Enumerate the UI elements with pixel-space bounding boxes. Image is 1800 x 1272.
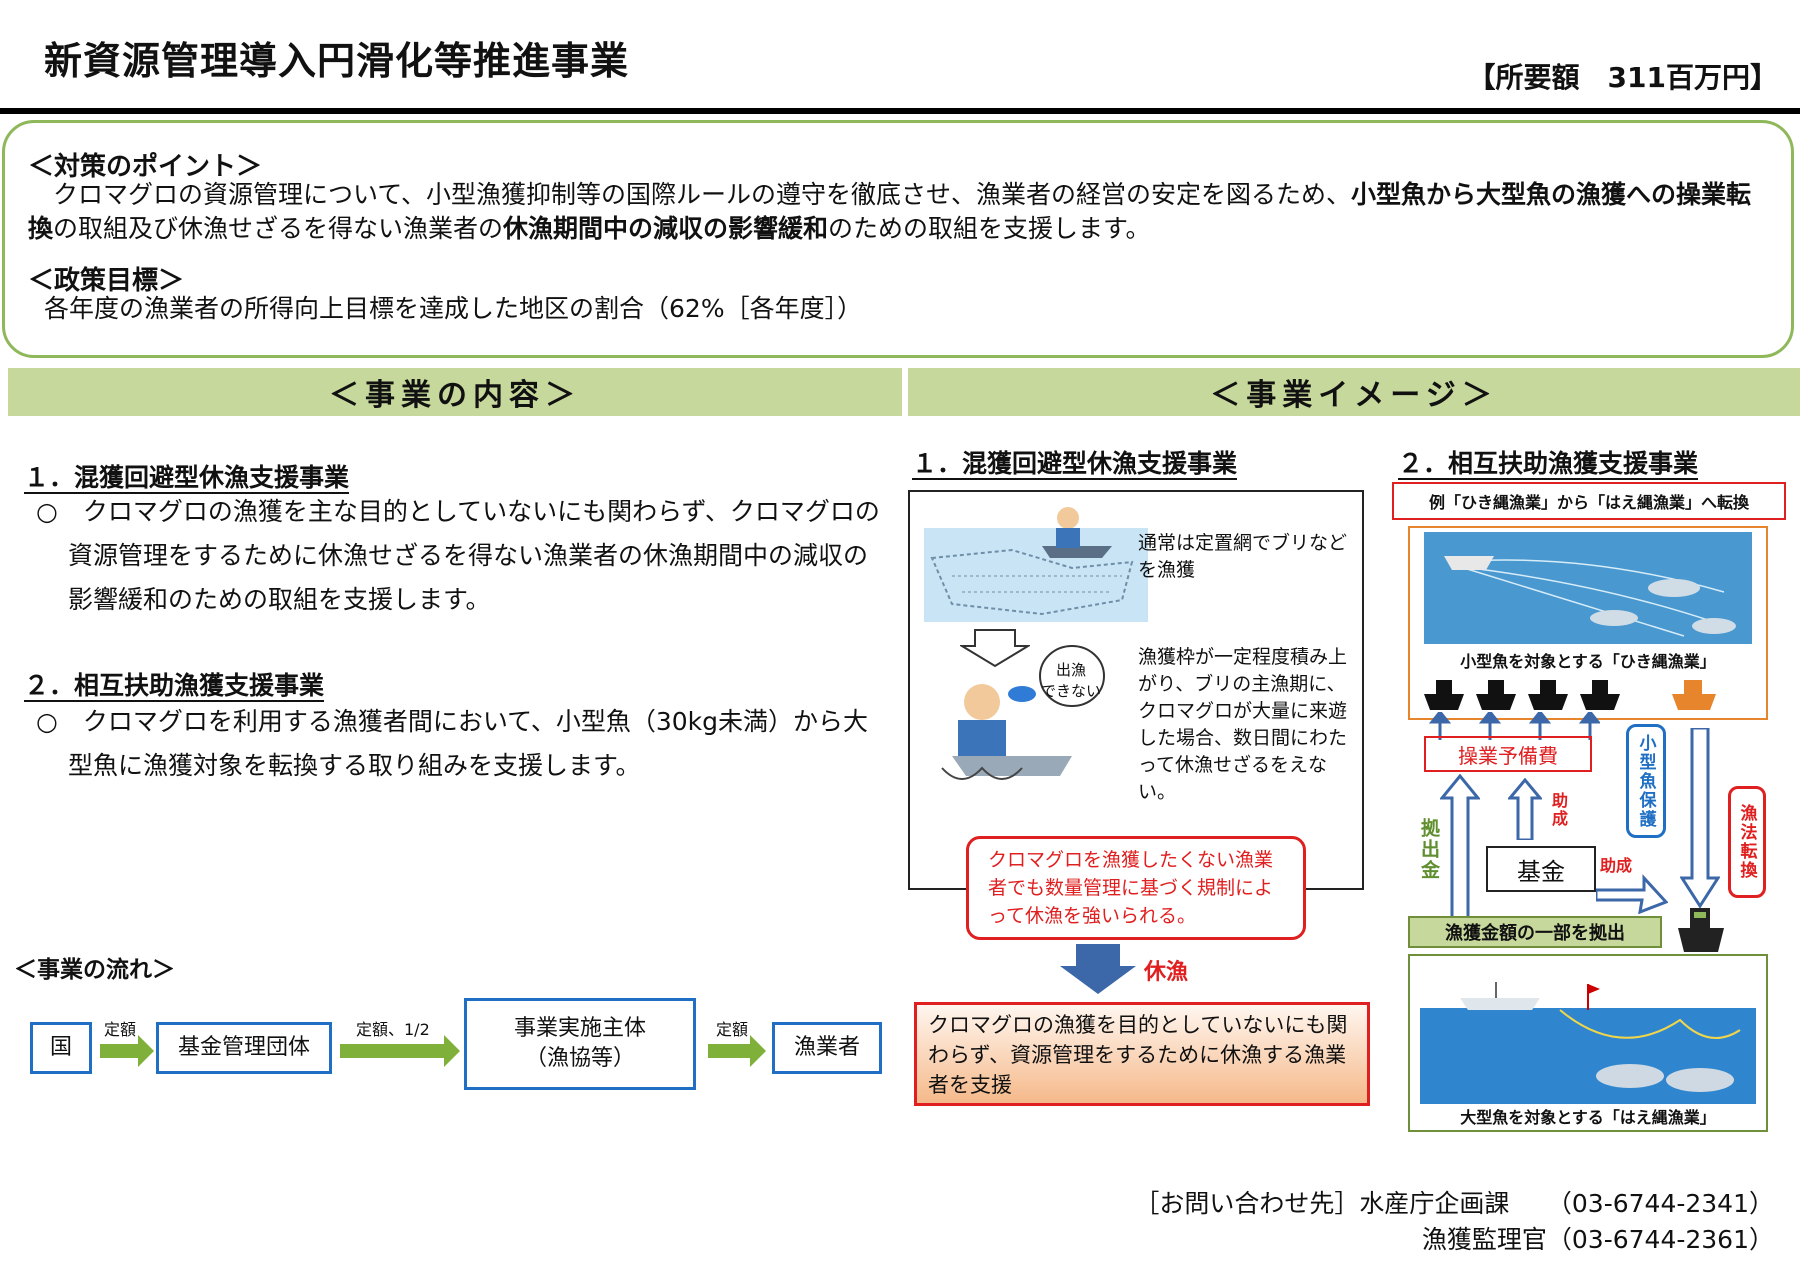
bubble-text: 出漁 できない: [1040, 661, 1101, 700]
points-text-e: のための取組を支援します。: [828, 214, 1151, 243]
large-fish-panel: [1408, 954, 1768, 1132]
page-title: 新資源管理導入円滑化等推進事業: [44, 39, 630, 83]
idle-fisher-illustration: [941, 684, 1072, 780]
small-fish-protection-box: 小型魚保護: [1626, 724, 1666, 838]
small-fish-caption: 小型魚を対象とする「ひき縄漁業」: [1460, 652, 1716, 671]
content-section-2-title: ２．相互扶助漁獲支援事業: [24, 671, 325, 700]
points-text-c: の取組及び休漁せざるを得ない漁業者の: [53, 214, 504, 243]
content-band: ＜事業の内容＞: [8, 368, 902, 416]
operation-reserve-box: 操業予備費: [1424, 736, 1592, 772]
flow-node-fund-org: 基金管理団体: [156, 1022, 332, 1074]
catch-contribution-box: 漁獲金額の一部を拠出: [1408, 916, 1662, 948]
subsidy-label-2: 助成: [1600, 856, 1633, 875]
longline-boat-icon: [1678, 908, 1724, 952]
speech-bubble-icon: [1039, 645, 1105, 707]
policy-points-box: [2, 120, 1794, 358]
set-net-illustration: [924, 507, 1148, 622]
flow-arrow-1: [100, 1035, 154, 1067]
contribution-up-arrow-icon: [1440, 774, 1480, 924]
trolling-illustration: [1424, 532, 1752, 644]
conversion-down-arrow-icon: [1680, 728, 1720, 908]
result-text: クロマグロの漁獲を目的としていないにも関わらず、資源管理をするために休漁する漁業…: [928, 1013, 1348, 1097]
points-highlight-2: 休漁期間中の減収の影響緩和: [503, 214, 829, 243]
large-fish-caption: 大型魚を対象とする「はえ縄漁業」: [1460, 1108, 1716, 1127]
flow-node-implementer: 事業実施主体 （漁協等）: [464, 998, 696, 1090]
result-box: [914, 1002, 1370, 1106]
trolling-boats-icon: [1424, 680, 1620, 710]
flow-arrow-2: [340, 1035, 460, 1067]
small-fish-protection-label: 小型魚保護: [1635, 733, 1656, 829]
contribution-label: 拠出金: [1418, 818, 1440, 881]
closure-label: 休漁: [1144, 960, 1189, 985]
content-section-1-title: １．混獲回避型休漁支援事業: [24, 463, 350, 492]
flow-arrow-1-label: 定額: [104, 1020, 137, 1039]
content-section-1-body: ○ クロマグロの漁獲を主な目的としていないにも関わらず、クロマグロの資源管理をす…: [36, 497, 880, 614]
down-arrow-icon: [960, 629, 1030, 668]
red-callout-box: [966, 836, 1306, 940]
flow-node-country: 国: [30, 1022, 92, 1074]
method-conversion-label: 漁法転換: [1736, 804, 1757, 880]
points-text-a: クロマグロの資源管理について、小型漁獲抑制等の国際ルールの遵守を徹底させ、漁業者…: [28, 180, 1352, 209]
contact-line-2: 漁獲監理官（03-6744-2361）: [1421, 1225, 1774, 1254]
image-section-2-title: ２．相互扶助漁獲支援事業: [1398, 449, 1699, 478]
closure-down-arrow-icon: [1060, 944, 1136, 994]
flow-arrow-3: [708, 1035, 766, 1067]
fund-box: 基金: [1486, 846, 1596, 892]
points-text: クロマグロの資源管理について、小型漁獲抑制等の国際ルールの遵守を徹底させ、漁業者…: [28, 178, 1768, 246]
orange-boat-icon: [1672, 680, 1716, 710]
image-band: ＜事業イメージ＞: [908, 368, 1800, 416]
flow-arrow-2-label: 定額、1/2: [356, 1020, 430, 1039]
content-section-2-body: ○ クロマグロを利用する漁獲者間において、小型魚（30kg未満）から大型魚に漁獲…: [36, 707, 868, 780]
flow-heading: ＜事業の流れ＞: [14, 957, 175, 983]
goal-heading: ＜政策目標＞: [28, 266, 185, 296]
image-s1-text-normal: 通常は定置網でブリなどを漁獲: [1138, 532, 1348, 581]
example-box: 例「ひき縄漁業」から「はえ縄漁業」へ転換: [1392, 482, 1786, 520]
image-section-1-title: １．混獲回避型休漁支援事業: [912, 449, 1238, 478]
contact-line-1: ［お問い合わせ先］水産庁企画課 （03-6744-2341）: [1134, 1189, 1774, 1218]
red-callout-text: クロマグロを漁獲したくない漁業者でも数量管理に基づく規制によって休漁を強いられる…: [988, 849, 1274, 927]
method-conversion-box: 漁法転換: [1728, 786, 1766, 898]
flow-arrow-3-label: 定額: [716, 1020, 749, 1039]
flow-node-fisher: 漁業者: [772, 1022, 882, 1074]
subsidy-label-1: 助成: [1549, 792, 1568, 828]
budget-label: 【所要額 311百万円】: [1467, 61, 1778, 94]
points-highlight-1: 小型魚から大型魚の漁獲への操業転換: [28, 180, 1752, 243]
header-divider: [0, 108, 1800, 114]
goal-text: 各年度の漁業者の所得向上目標を達成した地区の割合（62%［各年度］）: [44, 294, 863, 323]
points-heading: ＜対策のポイント＞: [28, 152, 263, 182]
image-s1-text-closure: 漁獲枠が一定程度積み上がり、ブリの主漁期に、クロマグロが大量に来遊した場合、数日…: [1138, 646, 1348, 803]
subsidy-right-arrow-icon: [1596, 874, 1668, 914]
longline-illustration: [1420, 982, 1756, 1104]
subsidy-up-arrow-icon: [1508, 778, 1542, 840]
